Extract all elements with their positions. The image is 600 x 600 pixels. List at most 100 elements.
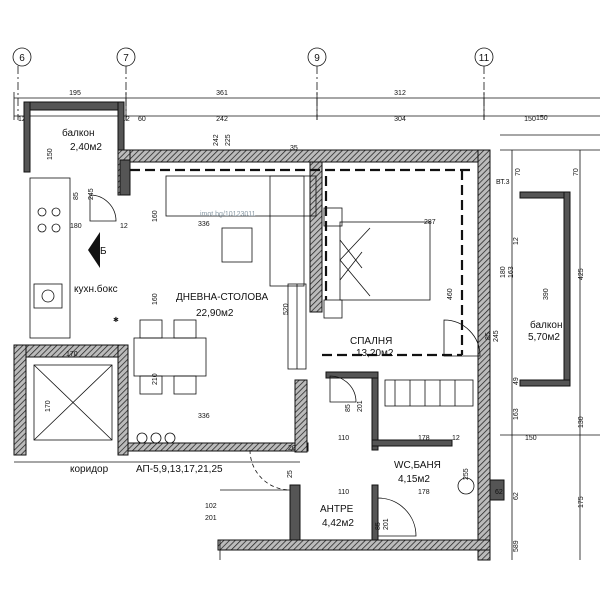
dim-110-wc: 110 — [338, 489, 349, 496]
balcony-left-name: балкон — [62, 127, 94, 139]
dim-160-living: 160 — [152, 210, 159, 222]
dim-102-hall: 102 — [205, 503, 217, 510]
kitchen-box-label: кухн.бокс — [74, 283, 118, 295]
corridor-name: коридор — [70, 464, 109, 475]
dim-150-right: 150 — [536, 115, 548, 122]
dim-225-vert: 225 — [225, 134, 232, 146]
dim-201-hall: 201 — [357, 400, 364, 412]
dim-255: 255 — [463, 468, 470, 480]
bedroom: СПАЛНЯ 13,20м2 287 460 85 245 — [323, 207, 500, 407]
dim-12-right: 12 — [513, 237, 520, 245]
dim-287: 287 — [424, 219, 436, 226]
star-marker: ✱ — [113, 316, 119, 324]
grid-axis-label-6: 6 — [19, 53, 25, 64]
dim-163-b: 163 — [513, 408, 520, 420]
dim-304: 304 — [394, 116, 406, 123]
dim-245-kitchen: 245 — [88, 188, 95, 200]
dim-150-top: 150 — [524, 116, 536, 123]
top-dimensions: 195 361 312 12 12 60 242 304 150 242 225 — [13, 90, 600, 146]
dim-25-hall: 25 — [287, 470, 294, 478]
dim-62-b: 62 — [495, 489, 503, 496]
balcony-right-area: 5,70м2 — [528, 332, 560, 343]
dim-70-b: 70 — [573, 168, 580, 176]
dim-201-hall-b: 201 — [383, 518, 390, 530]
dim-85-hall: 85 — [345, 404, 352, 412]
dim-150-mid: 150 — [525, 435, 537, 442]
living-room-area: 22,90м2 — [196, 308, 234, 319]
dim-20-hall: 20 — [288, 445, 296, 452]
balcony-right-name: балкон — [530, 319, 562, 331]
interior-walls — [119, 159, 453, 541]
exterior-walls — [13, 149, 491, 561]
dim-210-living: 210 — [152, 373, 159, 385]
living-room-name: ДНЕВНА-СТОЛОВА — [176, 292, 268, 303]
grid-axis-label-9: 9 — [314, 53, 320, 64]
dim-336-bottom: 336 — [198, 413, 210, 420]
grid-axis-7 — [116, 47, 136, 67]
dim-361: 361 — [216, 90, 228, 97]
dim-178-wc: 178 — [418, 489, 430, 496]
dim-245-bed: 245 — [493, 330, 500, 342]
grid-axis-9 — [307, 47, 327, 67]
hall-area: 4,42м2 — [322, 518, 354, 529]
hall-name: АНТРЕ — [320, 504, 354, 515]
watermark: imot.bg/10123011 — [200, 211, 256, 218]
dim-49: 49 — [513, 377, 520, 385]
dim-170-shaft-side: 170 — [45, 400, 52, 412]
dim-85-hall-b: 85 — [375, 522, 382, 530]
dim-12-hall: 12 — [452, 435, 460, 442]
kitchen-unit: кухн.бокс 85 245 180 12 Б ✱ — [29, 177, 128, 339]
corridor-codes: АП-5,9,13,17,21,25 — [136, 464, 223, 475]
grid-axis-6 — [12, 47, 32, 67]
grid-axis-label-7: 7 — [123, 53, 129, 64]
dim-242-vert: 242 — [213, 134, 220, 146]
dim-180: 180 — [500, 266, 507, 278]
dim-195: 195 — [69, 90, 81, 97]
dim-175: 175 — [578, 496, 585, 508]
living-room: ДНЕВНА-СТОЛОВА 22,90м2 336 336 160 160 2… — [133, 145, 317, 444]
dim-62: 62 — [513, 492, 520, 500]
dim-85-bed: 85 — [485, 332, 492, 340]
dim-163: 163 — [508, 266, 515, 278]
entrance — [219, 449, 291, 560]
wc-name: WC,БАНЯ — [394, 460, 441, 471]
elevator-shaft: 170 170 — [33, 351, 113, 441]
dim-460: 460 — [447, 288, 454, 300]
direction-letter: Б — [100, 246, 107, 257]
balcony-left: балкон 2,40м2 150 — [23, 101, 125, 173]
dim-589: 589 — [513, 540, 520, 552]
dim-70-a: 70 — [515, 168, 522, 176]
wc-area: 4,15м2 — [398, 474, 430, 485]
beam-lines — [130, 168, 470, 357]
dim-312: 312 — [394, 90, 406, 97]
dim-336-top: 336 — [198, 221, 210, 228]
bedroom-name: СПАЛНЯ — [350, 336, 392, 347]
corridor: коридор АП-5,9,13,17,21,25 — [14, 461, 300, 475]
dim-201-hall-c: 201 — [205, 515, 217, 522]
dim-170-shaft-top: 170 — [66, 351, 78, 358]
dim-150-balcony: 150 — [47, 148, 54, 160]
dim-35-living: 35 — [290, 145, 298, 152]
dim-60: 60 — [138, 116, 146, 123]
bedroom-area: 13,20м2 — [356, 348, 394, 359]
right-dimensions: 150 70 70 425 390 180 163 49 163 130 175… — [496, 115, 600, 560]
balcony-right: балкон 5,70м2 — [519, 191, 571, 387]
dim-12-kitchen: 12 — [120, 223, 128, 230]
balcony-left-area: 2,40м2 — [70, 142, 102, 153]
grid-axis-label-11: 11 — [479, 53, 490, 64]
hall-and-wc: 85 201 110 178 12 20 25 WC,БАНЯ 4,15м2 2… — [205, 375, 505, 537]
dim-178-hall: 178 — [418, 435, 430, 442]
dim-85-kitchen: 85 — [73, 192, 80, 200]
direction-arrow-icon — [88, 232, 100, 268]
vertical-tag: ВТ.3 — [496, 179, 510, 186]
dim-12-a: 12 — [18, 116, 26, 123]
dim-12-b: 12 — [122, 116, 130, 123]
dim-242: 242 — [216, 116, 228, 123]
dim-160-living-b: 160 — [152, 293, 159, 305]
dim-180-kitchen: 180 — [70, 223, 82, 230]
dim-520-living: 520 — [283, 303, 290, 315]
grid-axis-11 — [474, 47, 494, 67]
dim-390: 390 — [543, 288, 550, 300]
dim-130: 130 — [578, 416, 585, 428]
